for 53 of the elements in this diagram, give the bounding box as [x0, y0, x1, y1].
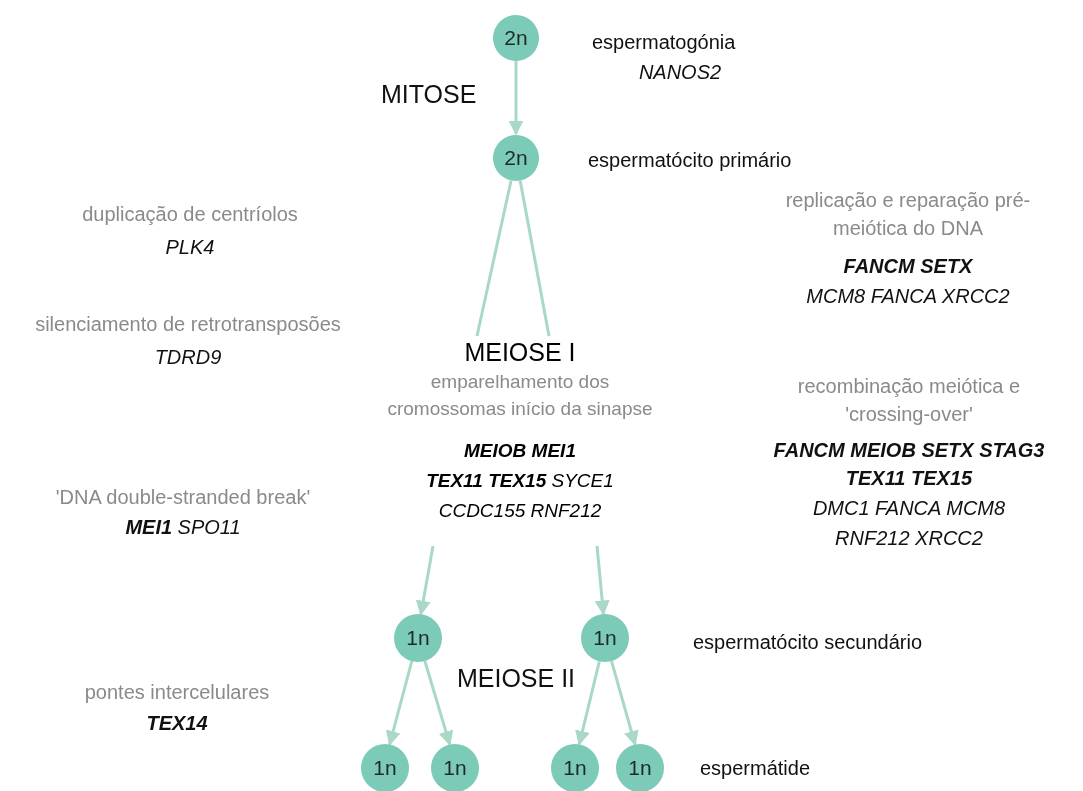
gene-name: NANOS2 — [638, 60, 722, 85]
process-label: MITOSE — [381, 80, 477, 108]
connector-line — [475, 180, 513, 337]
arrow — [415, 545, 435, 616]
arrow — [594, 545, 610, 616]
cell-circle — [493, 15, 539, 61]
ploidy-label: 1n — [443, 756, 467, 780]
stage-title: MEIOSE I — [463, 337, 577, 368]
gene-list: RNF212 XRCC2 — [835, 524, 983, 552]
gene-name: PLK4 — [165, 235, 215, 260]
ploidy-label: 1n — [406, 626, 430, 650]
ploidy-label: 1n — [373, 756, 397, 780]
function-label: duplicação de centríolos — [82, 202, 298, 227]
function-label: silenciamento de retrotransposões — [35, 312, 341, 337]
gene-list: MEI1 SPO11 — [125, 513, 241, 541]
cell-circle — [431, 744, 479, 791]
arrow — [385, 660, 414, 746]
cell-circle — [394, 614, 442, 662]
arrow — [508, 61, 524, 136]
cell-circle — [361, 744, 409, 791]
process-description: emparelhamento dos cromossomas início da sinapse — [386, 370, 654, 421]
arrow — [423, 660, 454, 746]
gene-list: FANCM MEIOB SETX STAG3 — [773, 436, 1045, 464]
ploidy-label: 2n — [504, 146, 528, 170]
function-label: recombinação meiótica e 'crossing-over' — [796, 374, 1022, 427]
arrow — [610, 660, 639, 746]
ploidy-label: 1n — [563, 756, 587, 780]
cell-circle — [581, 614, 629, 662]
arrow — [575, 660, 601, 746]
cell-circle — [616, 744, 664, 791]
cell-stage-label: espermatócito primário — [588, 148, 792, 173]
gene-list: MCM8 FANCA XRCC2 — [806, 282, 1010, 310]
gene-list: TEX11 TEX15 — [845, 464, 973, 492]
gene-name: TDRD9 — [154, 345, 222, 370]
gene-list: MEIOB MEI1 — [320, 436, 720, 466]
connector-line — [518, 180, 551, 337]
gene-list: FANCM SETX — [843, 252, 973, 280]
ploidy-label: 2n — [504, 26, 528, 50]
process-label: MEIOSE II — [456, 664, 576, 692]
gene-list: TEX11 TEX15 SYCE1 — [320, 466, 720, 496]
cell-stage-label: espermatócito secundário — [693, 630, 922, 655]
ploidy-label: 1n — [593, 626, 617, 650]
ploidy-label: 1n — [628, 756, 652, 780]
function-label: 'DNA double-stranded break' — [55, 485, 311, 510]
cell-stage-label: espermatogónia — [592, 30, 736, 55]
cell-circle — [493, 135, 539, 181]
cell-stage-label: espermátide — [700, 756, 811, 781]
function-label: pontes intercelulares — [84, 680, 270, 705]
gene-list: CCDC155 RNF212 — [320, 496, 720, 526]
cell-circle — [551, 744, 599, 791]
gene-name: TEX14 — [146, 711, 208, 736]
gene-list: DMC1 FANCA MCM8 — [812, 494, 1006, 522]
function-label: replicação e reparação pré-meiótica do DNA — [784, 188, 1032, 241]
